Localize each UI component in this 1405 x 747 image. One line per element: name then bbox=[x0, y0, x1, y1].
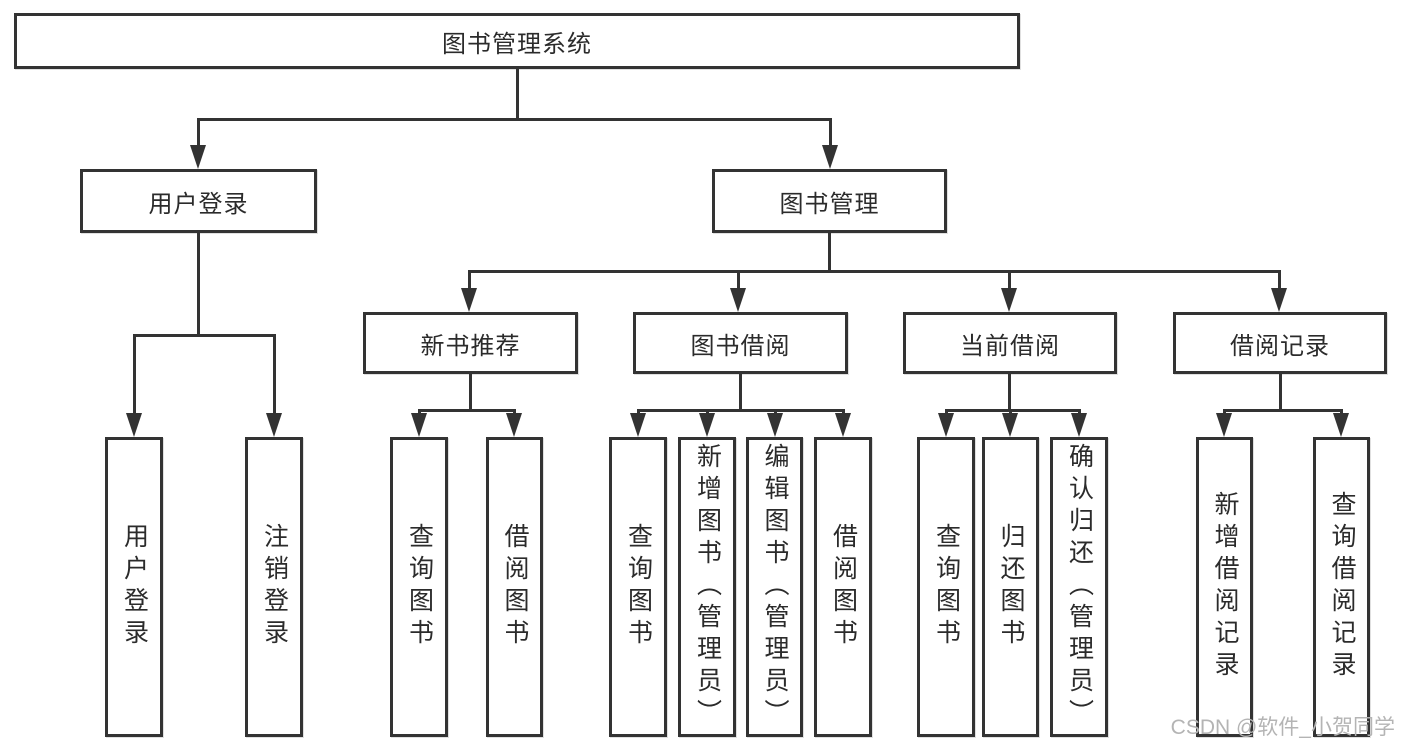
arrow-down-icon bbox=[1271, 288, 1287, 312]
leaf-borrow-book-2: 借阅图书 bbox=[814, 437, 872, 737]
connector-hline bbox=[197, 118, 832, 121]
arrow-down-icon bbox=[461, 288, 477, 312]
node-label: 用户登录 bbox=[148, 190, 249, 218]
connector-hline bbox=[637, 409, 845, 412]
arrow-down-icon bbox=[630, 413, 646, 437]
leaf-label: 借阅图书 bbox=[829, 523, 858, 651]
arrow-down-icon bbox=[767, 413, 783, 437]
leaf-confirm-return-admin: 确认归还（管理员） bbox=[1050, 437, 1108, 737]
connector-vline bbox=[469, 374, 472, 412]
leaf-label: 归还图书 bbox=[997, 523, 1025, 651]
leaf-borrow-book-1: 借阅图书 bbox=[486, 437, 543, 737]
node-user-login: 用户登录 bbox=[80, 169, 317, 233]
connector-vline bbox=[273, 334, 276, 415]
leaf-label: 新增借阅记录 bbox=[1211, 491, 1239, 683]
connector-hline bbox=[418, 409, 516, 412]
leaf-edit-book-admin: 编辑图书（管理员） bbox=[746, 437, 803, 737]
leaf-query-borrow-record: 查询借阅记录 bbox=[1313, 437, 1370, 737]
arrow-down-icon bbox=[1002, 413, 1018, 437]
node-label: 当前借阅 bbox=[960, 332, 1060, 360]
arrow-down-icon bbox=[699, 413, 715, 437]
leaf-add-borrow-record: 新增借阅记录 bbox=[1196, 437, 1253, 737]
leaf-label: 确认归还（管理员） bbox=[1065, 443, 1094, 731]
node-label: 图书管理 bbox=[779, 190, 880, 218]
leaf-label: 查询图书 bbox=[405, 523, 434, 651]
connector-vline bbox=[197, 118, 200, 147]
arrow-down-icon bbox=[411, 413, 427, 437]
node-label: 借阅记录 bbox=[1230, 332, 1330, 360]
node-book-management: 图书管理 bbox=[712, 169, 947, 233]
connector-vline bbox=[1008, 270, 1011, 290]
watermark-text: CSDN @软件_小贺同学 bbox=[1170, 716, 1395, 739]
connector-vline bbox=[468, 270, 471, 290]
arrow-down-icon bbox=[1071, 413, 1087, 437]
connector-vline bbox=[1008, 374, 1011, 411]
arrow-down-icon bbox=[730, 288, 746, 312]
connector-vline bbox=[739, 374, 742, 411]
leaf-query-book-1: 查询图书 bbox=[390, 437, 448, 737]
connector-hline bbox=[1223, 409, 1343, 412]
connector-hline bbox=[945, 409, 1081, 412]
connector-vline bbox=[737, 270, 740, 290]
node-book-borrow: 图书借阅 bbox=[633, 312, 848, 374]
leaf-query-book-3: 查询图书 bbox=[917, 437, 975, 737]
leaf-label: 用户登录 bbox=[120, 523, 149, 651]
leaf-label: 查询图书 bbox=[932, 523, 961, 651]
arrow-down-icon bbox=[506, 413, 522, 437]
connector-vline bbox=[1279, 374, 1282, 411]
connector-vline bbox=[828, 233, 831, 273]
leaf-query-book-2: 查询图书 bbox=[609, 437, 667, 737]
leaf-add-book-admin: 新增图书（管理员） bbox=[678, 437, 736, 737]
arrow-down-icon bbox=[835, 413, 851, 437]
leaf-logout: 注销登录 bbox=[245, 437, 303, 737]
connector-vline bbox=[829, 118, 832, 147]
leaf-label: 查询借阅记录 bbox=[1328, 491, 1356, 683]
node-new-book-recommend: 新书推荐 bbox=[363, 312, 578, 374]
arrow-down-icon bbox=[938, 413, 954, 437]
node-root-label: 图书管理系统 bbox=[442, 30, 592, 58]
connector-hline bbox=[133, 334, 276, 337]
node-borrow-record: 借阅记录 bbox=[1173, 312, 1387, 374]
leaf-user-login: 用户登录 bbox=[105, 437, 163, 737]
leaf-label: 新增图书（管理员） bbox=[693, 443, 722, 731]
connector-vline bbox=[133, 334, 136, 415]
leaf-label: 编辑图书（管理员） bbox=[761, 443, 789, 731]
arrow-down-icon bbox=[1001, 288, 1017, 312]
connector-vline bbox=[1278, 270, 1281, 290]
arrow-down-icon bbox=[1333, 413, 1349, 437]
node-label: 新书推荐 bbox=[420, 332, 521, 360]
connector-vline bbox=[516, 68, 519, 118]
node-label: 图书借阅 bbox=[690, 332, 791, 360]
connector-vline bbox=[197, 233, 200, 337]
arrow-down-icon bbox=[190, 145, 206, 169]
connector-hline bbox=[468, 270, 1281, 273]
leaf-label: 注销登录 bbox=[260, 523, 289, 651]
arrow-down-icon bbox=[126, 413, 142, 437]
arrow-down-icon bbox=[1216, 413, 1232, 437]
leaf-label: 借阅图书 bbox=[501, 523, 529, 651]
arrow-down-icon bbox=[822, 145, 838, 169]
node-root: 图书管理系统 bbox=[14, 13, 1020, 69]
leaf-label: 查询图书 bbox=[624, 523, 653, 651]
leaf-return-book: 归还图书 bbox=[982, 437, 1039, 737]
arrow-down-icon bbox=[266, 413, 282, 437]
node-current-borrow: 当前借阅 bbox=[903, 312, 1117, 374]
